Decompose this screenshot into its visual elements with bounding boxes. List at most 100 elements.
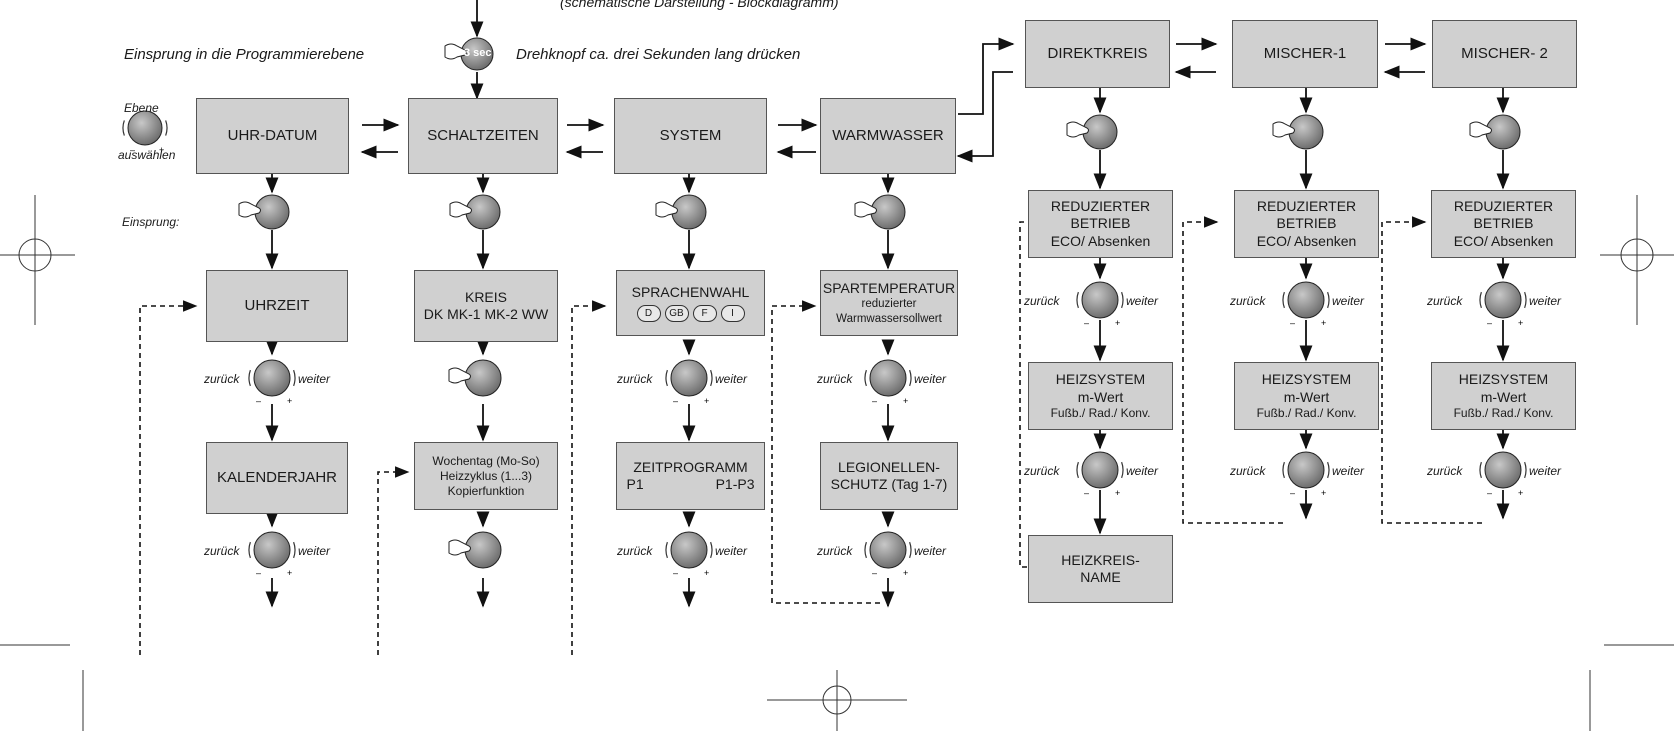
svg-text:–: – <box>1487 318 1492 328</box>
svg-text:–: – <box>872 568 877 578</box>
enter-knob-uhr <box>238 194 290 230</box>
enter-knob-schalt-2 <box>448 359 502 397</box>
rotary-knob-mischer2-1: –+ <box>1479 281 1527 328</box>
nav-back-label: zurück <box>204 544 240 558</box>
rotary-knob-uhr-1: –+ <box>248 359 296 406</box>
box-sprachenwahl: SPRACHENWAHL D GB F I <box>616 270 765 336</box>
svg-text:+: + <box>159 145 164 155</box>
box-spartemperatur: SPARTEMPERATUR reduzierter Warmwassersol… <box>820 270 958 336</box>
svg-text:+: + <box>1321 488 1326 498</box>
svg-text:–: – <box>673 396 678 406</box>
svg-text:–: – <box>673 568 678 578</box>
nav-back-label: zurück <box>204 372 240 386</box>
svg-text:–: – <box>1290 318 1295 328</box>
svg-text:+: + <box>1321 318 1326 328</box>
level-select-knob: –+ <box>122 110 168 155</box>
nav-next-label: weiter <box>1332 294 1365 308</box>
nav-next-label: weiter <box>1126 294 1159 308</box>
three-second-press-knob <box>444 37 494 71</box>
svg-text:+: + <box>287 568 292 578</box>
nav-next-label: weiter <box>1332 464 1365 478</box>
svg-text:+: + <box>1518 318 1523 328</box>
nav-back-label: zurück <box>817 544 853 558</box>
nav-next-label: weiter <box>1529 464 1562 478</box>
svg-text:–: – <box>1290 488 1295 498</box>
rotary-knob-mischer1-1: –+ <box>1282 281 1330 328</box>
zp-right: P1-P3 <box>715 476 755 492</box>
nav-back-label: zurück <box>617 372 653 386</box>
press-instruction: Drehknopf ca. drei Sekunden lang drücken <box>516 46 801 63</box>
language-gb: GB <box>664 305 689 323</box>
rotary-knob-warm-2: –+ <box>864 531 912 578</box>
nav-back-label: zurück <box>1024 464 1060 478</box>
svg-text:+: + <box>287 396 292 406</box>
nav-back-label: zurück <box>1427 464 1463 478</box>
auswaehlen-label: auswählen <box>118 148 176 162</box>
language-i: I <box>720 305 745 323</box>
box-zeitprogramm: ZEITPROGRAMM P1 P1-P3 <box>616 442 765 510</box>
rotary-knob-direkt-2: –+ <box>1076 451 1124 498</box>
enter-knob-mischer1 <box>1272 114 1324 150</box>
language-d: D <box>636 305 661 323</box>
rotary-knob-direkt-1: –+ <box>1076 281 1124 328</box>
nav-back-label: zurück <box>1427 294 1463 308</box>
three-sec-badge: 3 sec <box>464 47 492 59</box>
box-wochentag: Wochentag (Mo-So)Heizzyklus (1...3)Kopie… <box>414 442 558 510</box>
box-system: SYSTEM <box>614 98 767 174</box>
svg-text:+: + <box>1115 318 1120 328</box>
box-direktkreis: DIREKTKREIS <box>1025 20 1170 88</box>
einsprung-label: Einsprung: <box>122 215 180 229</box>
nav-next-label: weiter <box>715 372 748 386</box>
svg-text:–: – <box>1487 488 1492 498</box>
ebene-label: Ebene <box>124 101 159 115</box>
diagram-subtitle: (schematische Darstellung - Blockdiagram… <box>560 0 839 10</box>
box-legionellenschutz: LEGIONELLEN-SCHUTZ (Tag 1-7) <box>820 442 958 510</box>
registration-marks <box>0 195 1674 731</box>
box-uhrzeit: UHRZEIT <box>206 270 348 342</box>
language-options: D GB F I <box>636 305 745 323</box>
enter-knob-warm <box>854 194 906 230</box>
nav-next-label: weiter <box>298 544 331 558</box>
nav-next-label: weiter <box>914 544 947 558</box>
rotary-knob-warm-1: –+ <box>864 359 912 406</box>
svg-text:–: – <box>872 396 877 406</box>
svg-text:+: + <box>903 568 908 578</box>
svg-text:+: + <box>704 396 709 406</box>
box-mischer-1: MISCHER-1 <box>1232 20 1378 88</box>
nav-next-label: weiter <box>1529 294 1562 308</box>
rotary-knob-system-2: –+ <box>665 531 713 578</box>
box-heizkreisname: HEIZKREIS-NAME <box>1028 535 1173 603</box>
enter-knob-schalt <box>449 194 501 230</box>
rotary-knob-uhr-2: –+ <box>248 531 296 578</box>
nav-back-label: zurück <box>1230 294 1266 308</box>
nav-next-label: weiter <box>298 372 331 386</box>
svg-text:+: + <box>1115 488 1120 498</box>
nav-next-label: weiter <box>1126 464 1159 478</box>
enter-knob-schalt-3 <box>448 531 502 569</box>
box-kalenderjahr: KALENDERJAHR <box>206 442 348 514</box>
svg-text:+: + <box>903 396 908 406</box>
svg-text:+: + <box>704 568 709 578</box>
enter-knob-direkt <box>1066 114 1118 150</box>
zp-left: P1 <box>626 476 644 492</box>
svg-text:–: – <box>1084 318 1089 328</box>
svg-text:–: – <box>256 396 261 406</box>
svg-text:–: – <box>256 568 261 578</box>
enter-knob-system <box>655 194 707 230</box>
rotary-knob-system-1: –+ <box>665 359 713 406</box>
svg-text:–: – <box>130 145 135 155</box>
language-f: F <box>692 305 717 323</box>
nav-back-label: zurück <box>1230 464 1266 478</box>
nav-next-label: weiter <box>715 544 748 558</box>
box-mischer-2: MISCHER- 2 <box>1432 20 1577 88</box>
enter-knob-mischer2 <box>1469 114 1521 150</box>
nav-next-label: weiter <box>914 372 947 386</box>
